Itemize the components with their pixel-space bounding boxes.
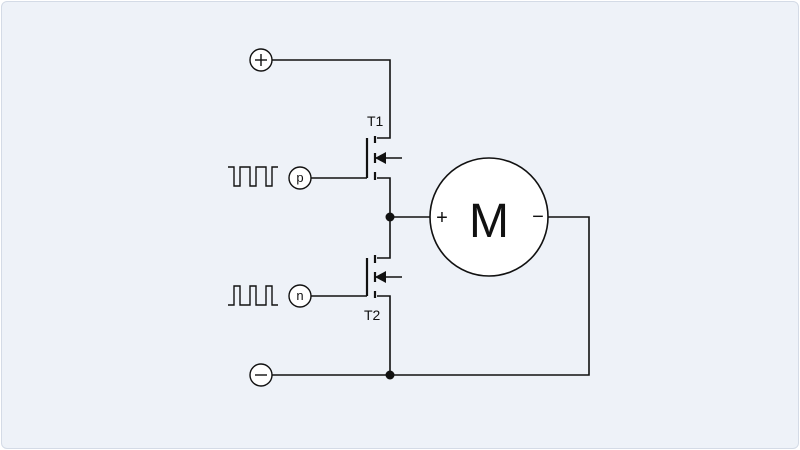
input-terminal-p-label: p [296, 170, 303, 185]
midpoint-junction-dot [385, 212, 395, 222]
ground-junction-dot [385, 370, 395, 380]
positive-rail-wire [272, 59, 391, 139]
positive-supply-terminal [249, 48, 273, 72]
pwm-signal-n-icon [228, 285, 278, 306]
transistor-t2-label: T2 [364, 307, 381, 323]
input-terminal-n-label: n [296, 288, 303, 303]
transistor-t2 [365, 255, 402, 298]
negative-supply-terminal [249, 363, 273, 387]
motor-minus-label: − [532, 206, 544, 228]
transistor-t1 [365, 136, 402, 180]
pwm-signal-p-icon [228, 166, 278, 187]
motor-plus-label: + [436, 207, 448, 229]
motor-return-wire [390, 216, 590, 376]
t2-source-wire [377, 295, 391, 375]
motor-label: M [469, 195, 509, 248]
transistor-t1-label: T1 [367, 113, 384, 129]
